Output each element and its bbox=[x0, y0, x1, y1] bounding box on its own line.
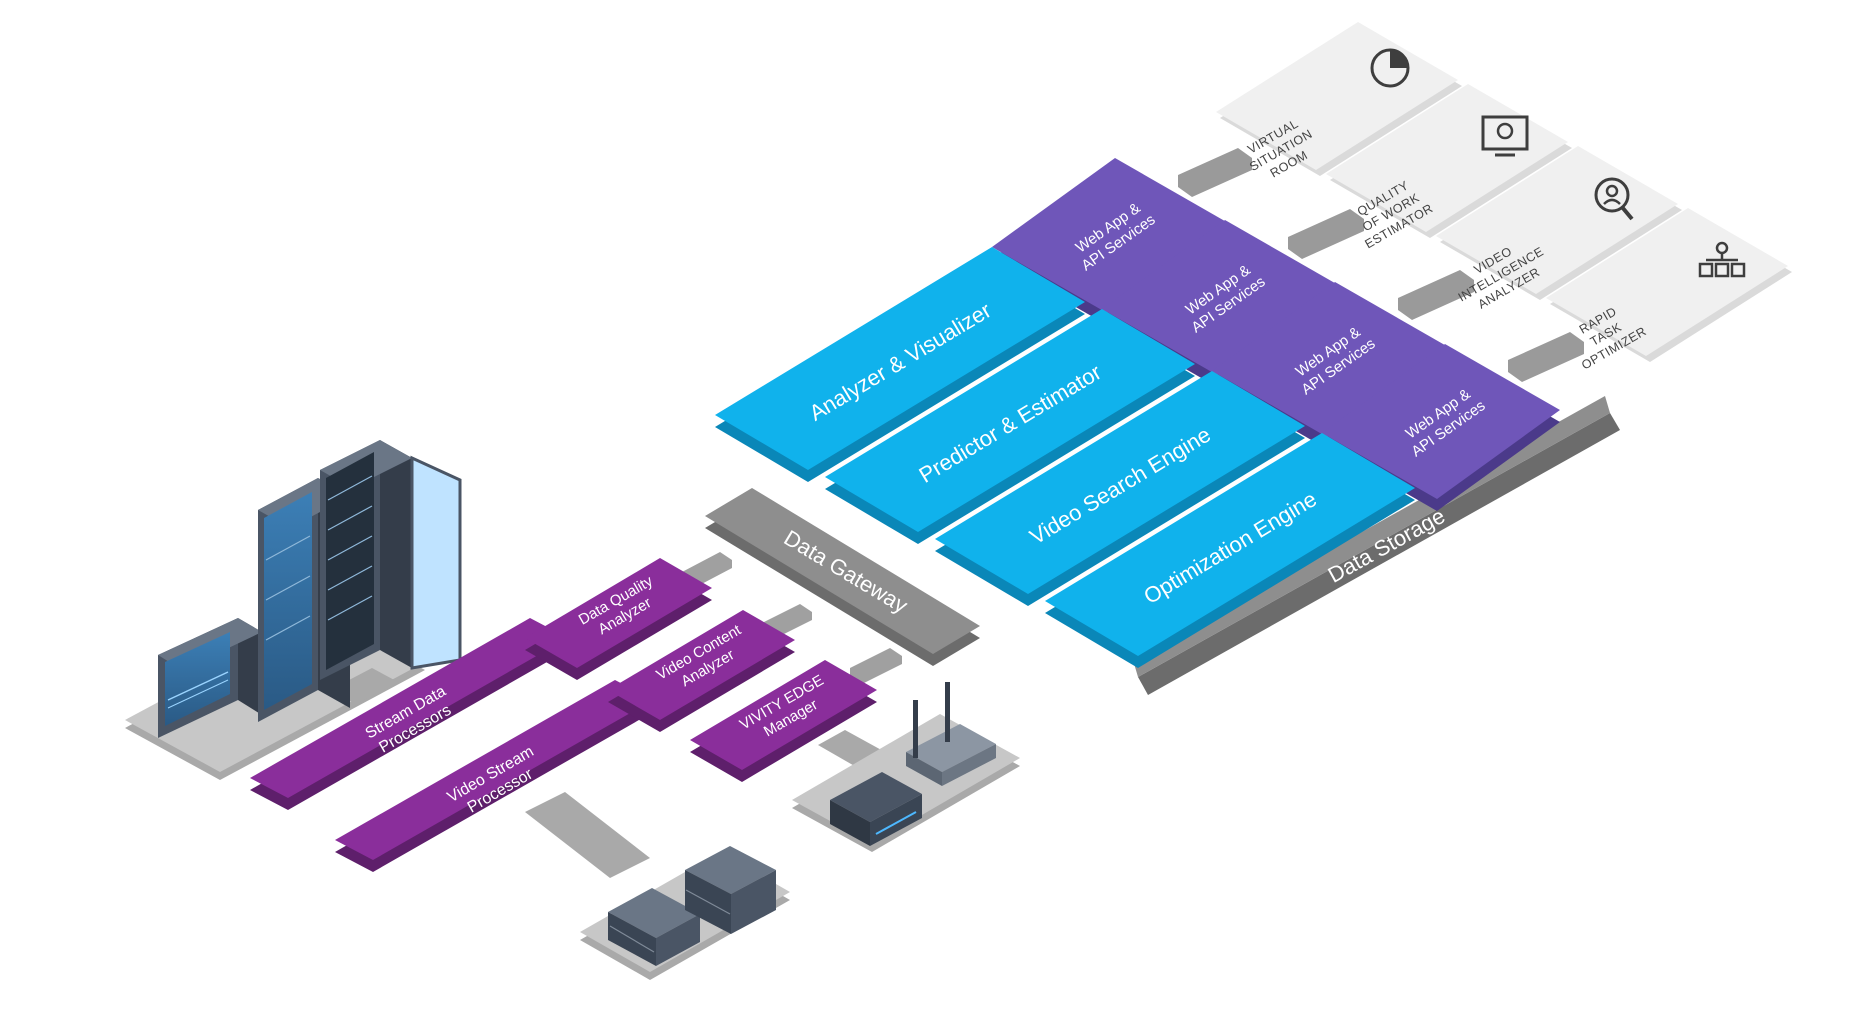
magnifier-person-icon bbox=[1594, 177, 1634, 221]
storage-server-platform bbox=[525, 792, 790, 980]
org-chart-gear-icon bbox=[1698, 241, 1746, 278]
app-tile-quality-of-work-estimator[interactable]: QUALITY OF WORK ESTIMATOR bbox=[1326, 84, 1572, 251]
app-tile-rapid-task-optimizer[interactable]: RAPID TASK OPTIMIZER bbox=[1546, 208, 1792, 372]
server-rack-tall bbox=[258, 440, 462, 722]
video-stream-processor[interactable]: Video Stream Processor bbox=[335, 680, 653, 872]
monitor-icon bbox=[1481, 115, 1529, 157]
app-tile-video-intelligence-analyzer[interactable]: VIDEO INTELLIGENCE ANALYZER bbox=[1436, 146, 1682, 318]
engine-predictor-estimator[interactable]: Predictor & Estimator bbox=[825, 309, 1195, 544]
edge-device-platform bbox=[792, 682, 1020, 852]
app-tile-virtual-situation-room[interactable]: VIRTUAL SITUATION ROOM bbox=[1216, 22, 1462, 188]
pie-chart-icon bbox=[1370, 48, 1410, 88]
engine-video-search[interactable]: Video Search Engine bbox=[935, 371, 1305, 606]
data-quality-analyzer[interactable]: Data Quality Analyzer bbox=[525, 558, 712, 680]
app-tiles: VIRTUAL SITUATION ROOM QUALITY OF WORK E… bbox=[1216, 22, 1792, 372]
server-cabinet-small bbox=[158, 618, 262, 738]
service-to-app-connectors bbox=[1178, 148, 1584, 382]
